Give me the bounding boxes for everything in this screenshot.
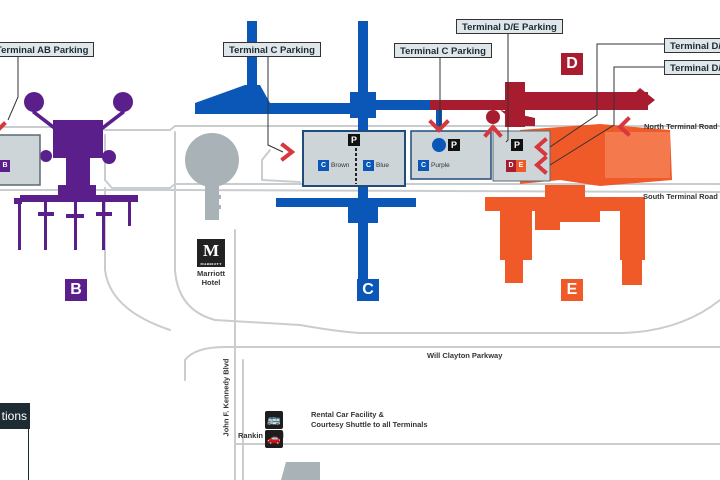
callout-terminal-d-top: Terminal D/	[664, 38, 720, 53]
rental-car-lot	[281, 462, 320, 480]
terminal-label-c: C	[357, 279, 379, 301]
parking-icon-c-purple: P	[448, 139, 460, 151]
parking-marker-red	[486, 110, 500, 124]
terminal-label-b: B	[65, 279, 87, 301]
chip-c-purple: C	[418, 160, 429, 171]
arrow-e	[617, 116, 631, 137]
chip-c-blue: C	[363, 160, 374, 171]
hotel-name-line1: Marriott	[197, 269, 225, 278]
road-label-jfk: John F. Kennedy Blvd	[221, 358, 231, 437]
terminal-e-core	[605, 132, 670, 178]
terminal-ab	[14, 92, 138, 250]
callout-terminal-c-parking-left: Terminal C Parking	[223, 42, 321, 57]
marriott-hotel[interactable]: M MARRIOTT Marriott Hotel	[196, 239, 226, 287]
arrow-c-parking-left	[280, 142, 296, 162]
terminal-label-d: D	[561, 53, 583, 75]
jfk-road	[234, 229, 244, 480]
arrow-de-parking	[483, 123, 503, 138]
chip-d: D	[506, 160, 516, 172]
rental-icons: 🚌🚗	[265, 410, 286, 448]
legend-border	[28, 429, 29, 480]
chip-e: E	[516, 160, 526, 172]
legend-header: tions	[0, 403, 30, 429]
left-vertical-road	[104, 187, 171, 331]
lot-label-blue: Blue	[376, 162, 390, 169]
lot-label-purple: Purple	[431, 162, 450, 169]
arrow-c-parking-mid	[428, 119, 450, 133]
terminal-label-e: E	[561, 279, 583, 301]
road-label-south-terminal: South Terminal Road	[643, 192, 718, 201]
road-label-will-clayton: Will Clayton Parkway	[427, 351, 503, 360]
parking-icon-c: P	[348, 134, 360, 146]
callout-leaders	[7, 33, 666, 166]
marriott-logo-icon: M MARRIOTT	[197, 239, 225, 267]
chip-ab-parking: B	[0, 160, 10, 172]
marriott-logo-word: MARRIOTT	[200, 262, 222, 266]
chip-c-brown: C	[318, 160, 329, 171]
inner-loop-road	[174, 131, 720, 334]
bus-icon: 🚌	[265, 411, 283, 429]
arrow-ab	[0, 121, 7, 131]
rental-line2: Courtesy Shuttle to all Terminals	[311, 420, 428, 429]
will-clayton-parkway	[184, 346, 720, 381]
car-icon: 🚗	[265, 430, 283, 448]
pickup-loop	[261, 149, 301, 183]
road-label-rankin: Rankin Road	[238, 431, 284, 440]
callout-terminal-d-bottom: Terminal D/	[664, 60, 720, 75]
marriott-logo-letter: M	[202, 241, 220, 260]
hotel-name-line2: Hotel	[201, 278, 221, 287]
rental-text: Rental Car Facility & Courtesy Shuttle t…	[311, 410, 428, 430]
north-terminal-road	[104, 134, 720, 189]
arrow-d-top	[533, 137, 548, 157]
callout-terminal-c-parking-mid: Terminal C Parking	[394, 43, 492, 58]
terminal-d	[430, 82, 655, 127]
callout-terminal-ab-parking: Terminal AB Parking	[0, 42, 95, 57]
road-label-north-terminal: North Terminal Road	[644, 122, 718, 131]
parking-arrows	[0, 116, 631, 175]
parking-marker-blue	[432, 138, 446, 152]
rental-line1: Rental Car Facility &	[311, 410, 384, 419]
hotel-name: Marriott Hotel	[196, 269, 226, 287]
arrow-d-bottom	[533, 155, 548, 175]
hotel-building	[185, 133, 239, 220]
lot-label-brown: Brown	[331, 162, 350, 169]
callout-terminal-de-parking: Terminal D/E Parking	[456, 19, 563, 34]
parking-icon-de: P	[511, 139, 523, 151]
